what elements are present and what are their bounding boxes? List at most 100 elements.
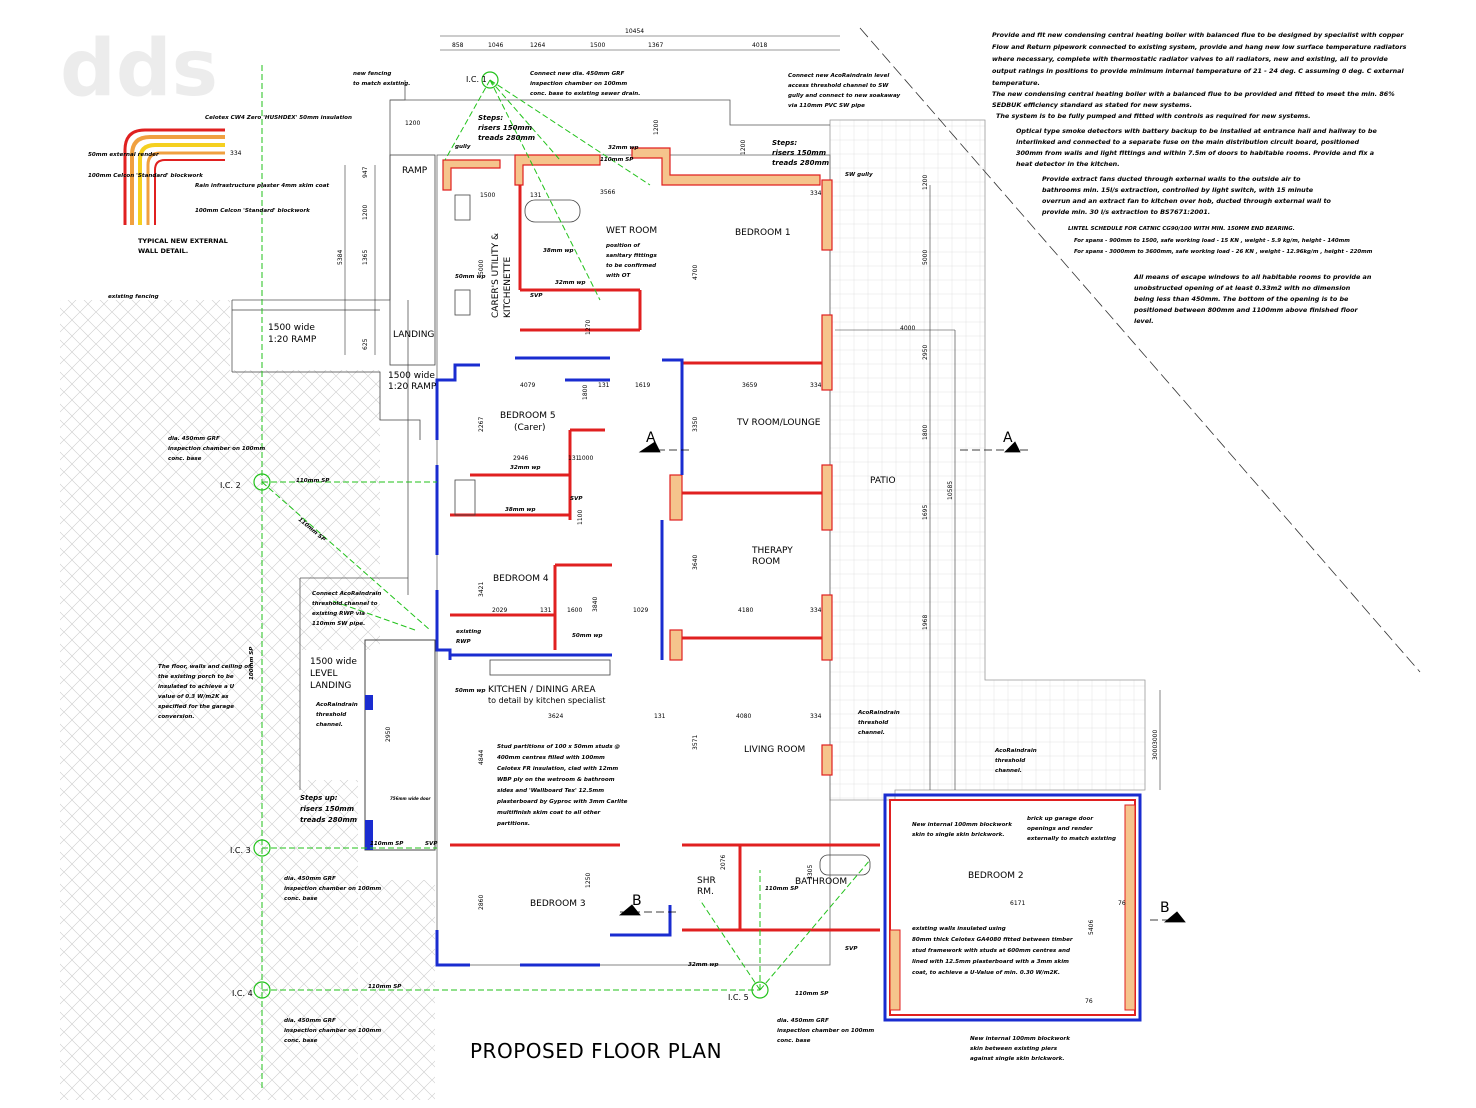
spec-note-12: heat detector in the kitchen. <box>1016 160 1120 168</box>
spec-note-17: LINTEL SCHEDULE FOR CATNIC CG90/100 WITH… <box>1068 226 1295 232</box>
spec-note-16: provide min. 30 l/s extraction to BS7671… <box>1041 208 1210 216</box>
room-kitchenette: KITCHENETTE <box>503 256 513 318</box>
wall-detail: TYPICAL NEW EXTERNAL WALL DETAIL. Celote… <box>88 115 352 255</box>
ramp-labels: 1500 wide 1:20 RAMP 1500 wide 1:20 RAMP … <box>268 323 437 691</box>
room-bedroom-2: BEDROOM 2 <box>968 871 1024 881</box>
room-dimension-52: 1200 <box>922 175 929 190</box>
connect-aco-1: Connect new AcoRaindrain level <box>788 73 889 79</box>
pipe-label-4: 110mm SP <box>368 984 402 990</box>
section-lines <box>618 441 1186 923</box>
spec-note-10: interlinked and connected to a separate … <box>1016 138 1359 146</box>
wall-detail-dim: 334 <box>230 150 242 157</box>
existing-rwp-2: RWP <box>456 639 471 645</box>
room-dimension-20: 2029 <box>492 607 507 614</box>
room-dimension-3: 334 <box>810 190 822 197</box>
spec-note-22: being less than 450mm. The bottom of the… <box>1134 295 1349 303</box>
spec-note-24: level. <box>1134 317 1154 325</box>
stud-note-1: Stud partitions of 100 x 50mm studs @ <box>497 744 621 750</box>
garage-insulation-2: 80mm thick Celotex GA4080 fitted between… <box>912 937 1074 943</box>
room-therapy: THERAPY <box>751 546 793 556</box>
new-fencing-2: to match existing. <box>353 81 410 87</box>
section-a-left: A <box>646 430 656 446</box>
connect-aco-3: gully and connect to new soakaway <box>788 93 901 99</box>
brick-up-2: openings and render <box>1027 826 1094 832</box>
stud-note-4: WBP ply on the wetroom & bathroom <box>497 777 615 783</box>
room-shower-1: SHR <box>697 876 716 886</box>
stud-note-8: partitions. <box>496 821 530 827</box>
new-blockwork-2b: skin between existing piers <box>970 1046 1058 1052</box>
ic3-note-2: inspection chamber on 100mm <box>284 886 381 892</box>
room-dimension-7: 4700 <box>692 265 699 280</box>
waste-6: 32mm wp <box>510 465 541 471</box>
waste-4: 38mm wp <box>543 248 574 254</box>
brick-up-3: externally to match existing <box>1027 836 1116 842</box>
top-dim-1: 858 <box>452 42 464 49</box>
room-tv-lounge: TV ROOM/LOUNGE <box>736 418 821 428</box>
room-dimension-48: 10585 <box>947 481 954 500</box>
pipe-label-6: 100mm SP <box>249 646 255 680</box>
spec-note-18: For spans - 900mm to 1500, safe working … <box>1074 238 1350 244</box>
building-walls <box>435 147 880 967</box>
room-dimension-33: 1250 <box>585 873 592 888</box>
spec-note-6: The new condensing central heating boile… <box>992 90 1395 98</box>
top-dim-4: 1500 <box>590 42 605 49</box>
aco-porch-3: channel. <box>316 722 343 728</box>
room-dimension-47: 1968 <box>922 615 929 630</box>
ic-5-label: I.C. 5 <box>728 993 749 1002</box>
top-dimensions: 10454 858 1046 1264 1500 1367 4018 <box>452 28 767 49</box>
room-therapy-2: ROOM <box>752 557 780 567</box>
new-fencing-1: new fencing <box>353 71 391 77</box>
aco-porch-2: threshold <box>316 712 347 718</box>
room-dimension-28: 131 <box>654 713 666 720</box>
room-dimension-49: 3000 <box>1152 745 1159 760</box>
porch-note-1: The floor, walls and ceiling of <box>158 664 252 670</box>
aco-threshold-note-4: 110mm SW pipe. <box>312 621 365 627</box>
room-dimension-1: 1500 <box>480 192 495 199</box>
site-outline <box>231 80 830 790</box>
steps-porch-2: risers 150mm <box>300 805 354 813</box>
ic-1-label: I.C. 1 <box>466 75 487 84</box>
landing-label: LANDING <box>310 681 351 691</box>
connect-gully-2: inspection chamber on 100mm <box>530 81 627 87</box>
ramps <box>232 154 436 440</box>
dimension-lines <box>344 35 1161 790</box>
room-dimension-45: 1800 <box>922 425 929 440</box>
room-labels: WET ROOM BEDROOM 1 CARER'S UTILITY & KIT… <box>393 166 1024 909</box>
waste-9: 50mm wp <box>572 633 603 639</box>
room-dimension-34: 2860 <box>478 895 485 910</box>
room-dimension-55: 1200 <box>362 205 369 220</box>
room-dimension-29: 4080 <box>736 713 751 720</box>
room-bedroom-5: BEDROOM 5 <box>500 411 556 421</box>
steps-left-3: treads 280mm <box>478 134 535 142</box>
room-dimension-56: 1365 <box>362 250 369 265</box>
porch-note-4: value of 0.3 W/m2K as <box>158 694 229 700</box>
aco-garage-1: AcoRaindrain <box>994 748 1037 754</box>
new-blockwork-2c: against single skin brickwork. <box>970 1056 1065 1062</box>
room-dimension-46: 1695 <box>922 505 929 520</box>
ic2-note-2: inspection chamber on 100mm <box>168 446 265 452</box>
room-dimension-30: 334 <box>810 713 822 720</box>
gully-top: gully <box>455 144 471 150</box>
connect-gully-1: Connect new dia. 450mm GRF <box>530 71 624 77</box>
room-dimension-11: 3659 <box>742 382 757 389</box>
svp-1: SVP <box>530 293 543 299</box>
room-living: LIVING ROOM <box>744 745 805 755</box>
drainage-runs <box>261 65 871 1090</box>
wall-detail-note-2: 50mm external render <box>88 152 160 158</box>
pipe-label-1: 110mm SP <box>296 478 330 484</box>
new-blockwork-1b: skin to single skin brickwork. <box>912 832 1004 838</box>
room-dimension-37: 5406 <box>1088 920 1095 935</box>
room-dimension-58: 625 <box>362 338 369 350</box>
section-b-left: B <box>632 893 642 909</box>
bedroom-2-walls <box>883 793 1142 1022</box>
room-dimension-61: 3840 <box>592 597 599 612</box>
room-carers-utility: CARER'S UTILITY & <box>491 233 501 318</box>
room-wet-room: WET ROOM <box>606 226 657 236</box>
section-a-right: A <box>1003 430 1013 446</box>
ic4-note-1: dia. 450mm GRF <box>284 1018 336 1024</box>
waste-2: 50mm wp <box>455 274 486 280</box>
logo: dds <box>60 24 218 114</box>
room-bathroom: BATHROOM <box>795 877 847 887</box>
boundary-line <box>859 27 1421 673</box>
room-dimension-32: 3571 <box>692 735 699 750</box>
